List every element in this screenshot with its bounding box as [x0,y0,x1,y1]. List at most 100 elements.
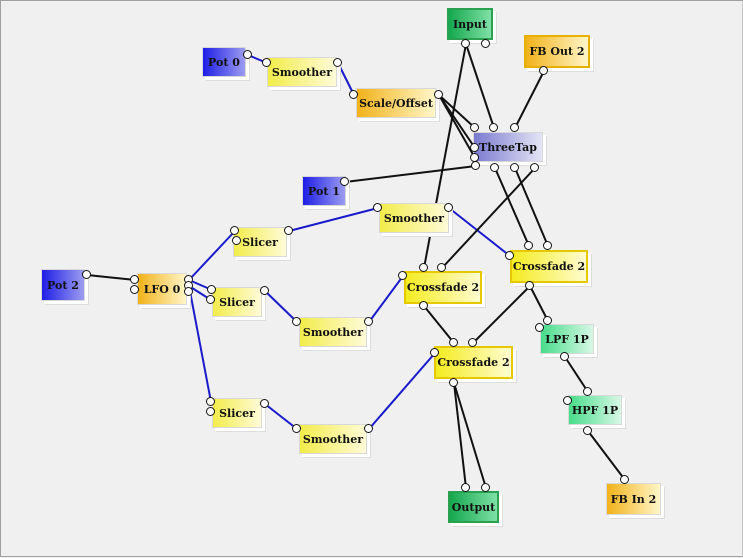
control-wire[interactable] [264,290,298,323]
smoother-node[interactable]: Smoother [299,317,367,347]
port-circle[interactable] [206,407,215,416]
port-circle[interactable] [481,483,490,492]
audio-wire[interactable] [344,165,477,183]
control-wire[interactable] [288,207,379,232]
port-circle[interactable] [489,123,498,132]
port-circle[interactable] [232,236,241,245]
port-circle[interactable] [461,39,470,48]
control-wire[interactable] [337,62,355,96]
port-circle[interactable] [563,396,572,405]
port-circle[interactable] [206,397,215,406]
port-circle[interactable] [364,424,373,433]
slicer-node[interactable]: Slicer [233,227,287,257]
port-circle[interactable] [510,163,519,172]
threetap-node[interactable]: ThreeTap [473,132,543,162]
port-circle[interactable] [510,123,519,132]
port-circle[interactable] [243,50,252,59]
input-node[interactable]: Input [447,8,493,40]
port-circle[interactable] [470,143,479,152]
slicer-node[interactable]: Slicer [212,287,262,317]
audio-wire[interactable] [564,356,589,393]
control-wire[interactable] [188,230,236,281]
port-circle[interactable] [262,58,271,67]
control-wire[interactable] [368,275,404,323]
audio-wire[interactable] [529,285,549,322]
port-circle[interactable] [207,285,216,294]
port-circle[interactable] [461,483,470,492]
port-circle[interactable] [419,301,428,310]
port-circle[interactable] [292,424,301,433]
port-circle[interactable] [260,286,269,295]
pot-0-node[interactable]: Pot 0 [202,47,246,77]
port-circle[interactable] [444,203,453,212]
port-circle[interactable] [524,241,533,250]
port-circle[interactable] [560,352,569,361]
port-circle[interactable] [82,270,91,279]
port-circle[interactable] [333,58,342,67]
audio-wire[interactable] [453,382,487,489]
port-circle[interactable] [470,123,479,132]
port-circle[interactable] [583,387,592,396]
lpf-1p-node[interactable]: LPF 1P [540,324,594,354]
port-circle[interactable] [437,263,446,272]
hpf-1p-node[interactable]: HPF 1P [568,395,622,425]
fb-out-2-node[interactable]: FB Out 2 [524,35,590,68]
port-circle[interactable] [340,177,349,186]
port-circle[interactable] [284,226,293,235]
port-circle[interactable] [206,295,215,304]
pot-1-node[interactable]: Pot 1 [302,176,346,206]
port-circle[interactable] [525,281,534,290]
control-wire[interactable] [368,352,436,430]
port-circle[interactable] [260,399,269,408]
slicer-node[interactable]: Slicer [212,398,262,428]
port-circle[interactable] [530,163,539,172]
audio-wire[interactable] [438,94,476,129]
audio-wire[interactable] [514,167,549,247]
port-circle[interactable] [292,317,301,326]
output-node[interactable]: Output [448,491,499,523]
smoother-node[interactable]: Smoother [267,57,337,87]
audio-wire[interactable] [438,94,476,159]
audio-wire[interactable] [587,430,626,481]
port-circle[interactable] [130,275,139,284]
port-circle[interactable] [184,287,193,296]
port-circle[interactable] [505,251,514,260]
port-circle[interactable] [419,263,428,272]
scale-offset-node[interactable]: Scale/Offset [356,88,436,118]
port-circle[interactable] [471,161,480,170]
pot-2-node[interactable]: Pot 2 [41,269,85,301]
crossfade-2-node[interactable]: Crossfade 2 [404,271,482,304]
port-circle[interactable] [449,338,458,347]
port-circle[interactable] [230,226,239,235]
port-circle[interactable] [535,323,544,332]
audio-wire[interactable] [514,70,545,129]
audio-wire[interactable] [423,43,467,269]
audio-wire[interactable] [86,274,136,281]
port-circle[interactable] [364,317,373,326]
port-circle[interactable] [349,90,358,99]
smoother-node[interactable]: Smoother [299,424,367,454]
port-circle[interactable] [539,66,548,75]
control-wire[interactable] [448,207,511,257]
fb-in-2-node[interactable]: FB In 2 [606,483,661,515]
audio-wire[interactable] [423,305,455,344]
port-circle[interactable] [481,39,490,48]
port-circle[interactable] [620,475,629,484]
port-circle[interactable] [490,163,499,172]
audio-wire[interactable] [494,167,530,247]
port-circle[interactable] [430,348,439,357]
port-circle[interactable] [434,90,443,99]
audio-wire[interactable] [465,43,495,129]
port-circle[interactable] [130,285,139,294]
control-wire[interactable] [264,403,298,430]
control-wire[interactable] [188,285,212,403]
port-circle[interactable] [373,203,382,212]
smoother-node[interactable]: Smoother [379,203,449,233]
lfo-0-node[interactable]: LFO 0 [137,273,187,305]
port-circle[interactable] [543,241,552,250]
port-circle[interactable] [543,316,552,325]
port-circle[interactable] [398,271,407,280]
crossfade-2-node[interactable]: Crossfade 2 [434,346,513,379]
port-circle[interactable] [449,378,458,387]
